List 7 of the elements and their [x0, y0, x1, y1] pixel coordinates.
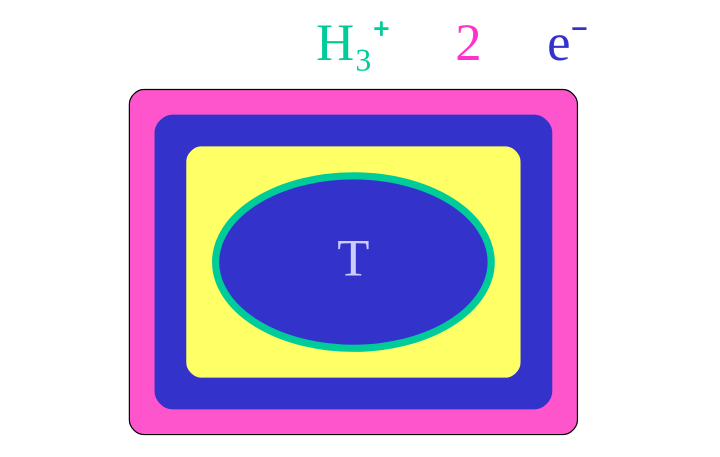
cluster — [186, 146, 521, 378]
cluster — [154, 114, 552, 410]
node-ellipse: T — [212, 172, 495, 352]
label: e⁻ — [547, 14, 589, 72]
cluster — [128, 88, 578, 436]
label: H₃⁺ — [316, 14, 391, 72]
label: 2 — [455, 14, 482, 72]
